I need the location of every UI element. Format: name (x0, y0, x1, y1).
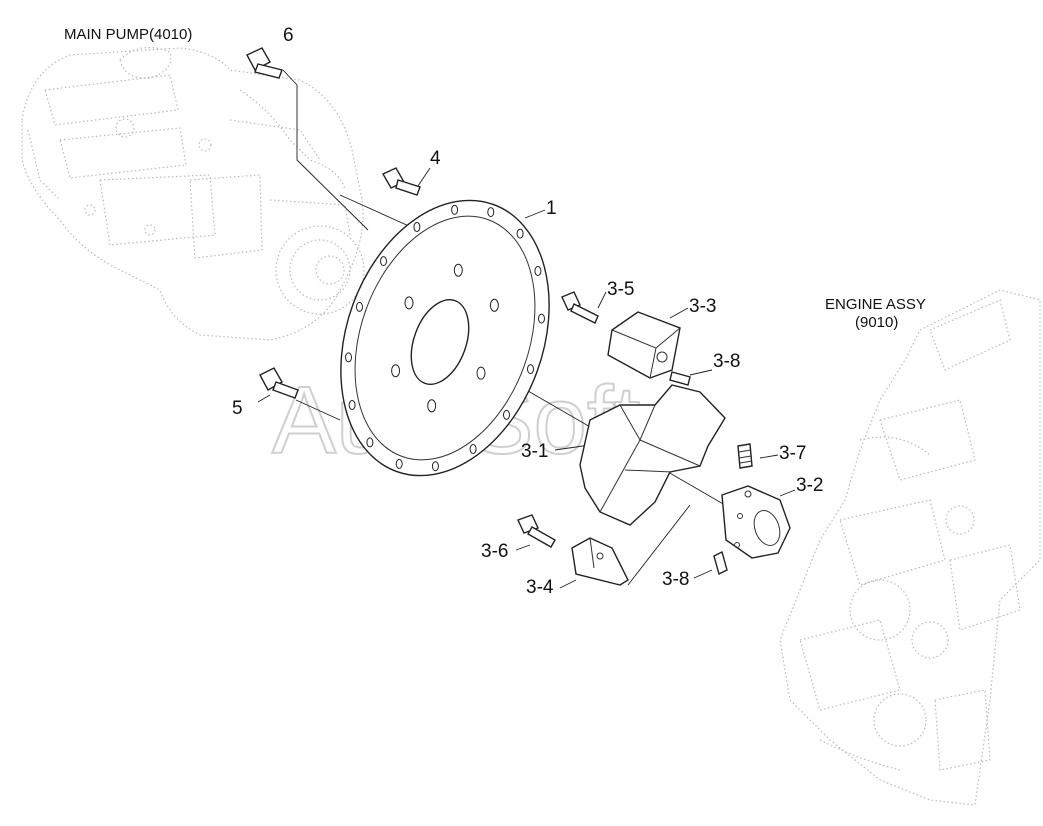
flange-bolt-hole (431, 461, 439, 472)
flange-bolt-hole (356, 301, 363, 312)
hub-part-3-2 (721, 485, 791, 559)
rubber-element-part-3-1 (579, 384, 726, 526)
bolt-part-5 (259, 367, 299, 399)
flange-inner-hole (489, 298, 499, 312)
flange-plate-part-1 (340, 199, 550, 477)
flange-bolt-hole (345, 352, 352, 363)
bolt-part-3-5 (561, 291, 599, 324)
main-pump-caption: MAIN PUMP(4010) (64, 26, 192, 43)
flange-bolt-hole (451, 204, 459, 215)
flange-inner-hole (404, 296, 414, 310)
flange-bolt-hole (538, 313, 545, 324)
flange-bolt-hole (413, 222, 421, 232)
callout-3-4: 3-4 (526, 577, 554, 598)
screw-part-3-7 (737, 443, 753, 469)
callout-5: 5 (232, 398, 243, 419)
callout-3-3: 3-3 (689, 296, 716, 317)
flange-bolt-hole (487, 207, 495, 218)
callout-3-8-lower: 3-8 (662, 569, 689, 590)
bolt-part-3-6 (517, 514, 556, 548)
callout-3-5: 3-5 (607, 279, 634, 300)
engine-assy-ghost-drawing (779, 289, 1041, 806)
bolt-part-6 (246, 47, 283, 79)
flange-bolt-hole (469, 444, 477, 454)
bolt-part-4 (382, 167, 421, 196)
callout-4: 4 (430, 148, 441, 169)
flange-bolt-hole (348, 400, 356, 410)
flange-inner-hole (453, 263, 463, 277)
flange-bolt-hole (516, 228, 524, 239)
flange-inner-hole (391, 364, 401, 378)
flange-inner-hole (427, 399, 437, 413)
callout-3-1: 3-1 (521, 441, 548, 462)
flange-bolt-hole (395, 458, 403, 469)
flange-bolt-hole (503, 409, 510, 420)
callout-3-6: 3-6 (481, 541, 508, 562)
flange-inner-hole (476, 366, 486, 380)
main-pump-ghost-drawing (21, 46, 365, 341)
callout-1: 1 (546, 198, 557, 219)
callout-3-7: 3-7 (779, 443, 806, 464)
flange-bolt-hole (527, 364, 534, 375)
engine-assy-code: (9010) (855, 314, 898, 331)
flange-bolt-hole (534, 266, 542, 276)
flange-bolt-hole (366, 437, 374, 448)
wedge-part-3-4 (571, 537, 629, 586)
pin-part-3-8-upper (669, 371, 691, 386)
pin-part-3-8-lower (713, 550, 728, 576)
clamp-block-part-3-3 (607, 311, 681, 379)
callout-3-8-upper: 3-8 (713, 351, 740, 372)
callout-3-2: 3-2 (796, 475, 823, 496)
engine-assy-caption: ENGINE ASSY (825, 296, 926, 313)
flange-bolt-hole (380, 256, 387, 267)
callout-6: 6 (283, 25, 294, 46)
